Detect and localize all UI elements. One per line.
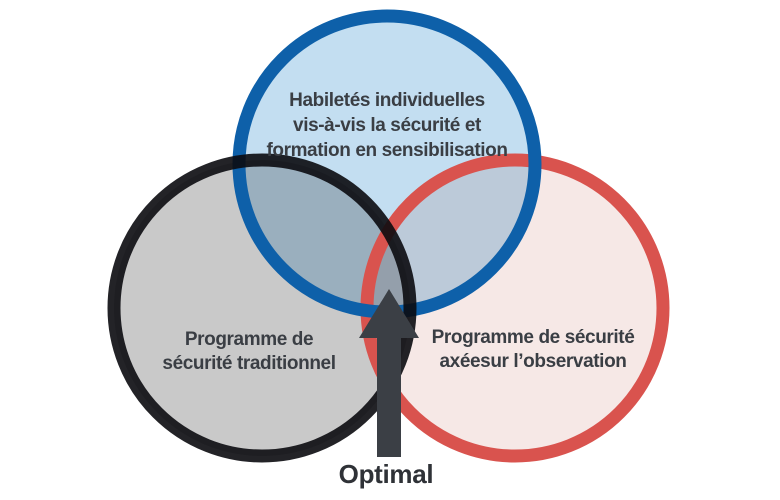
label-line: Programme de <box>184 329 314 350</box>
optimal-label: Optimal <box>338 459 434 489</box>
label-line: axéesur l’observation <box>439 351 627 372</box>
up-arrow-icon <box>359 289 419 457</box>
right-circle-label: Programme de sécurité axéesur l’observat… <box>432 326 635 374</box>
left-circle-outline <box>107 153 417 463</box>
label-line: vis-à-vis la sécurité et <box>293 115 481 136</box>
label-line: Programme de sécurité <box>431 327 635 348</box>
label-line: Habiletés individuelles <box>289 90 485 111</box>
left-circle-fill <box>114 160 410 456</box>
top-circle-label: Habiletés individuelles vis-à-vis la séc… <box>266 88 508 163</box>
label-line: sécurité traditionnel <box>162 353 336 374</box>
circle-fills <box>114 16 663 456</box>
right-circle-fill <box>367 160 663 456</box>
label-line: formation en sensibilisation <box>266 140 508 161</box>
left-circle-label: Programme de sécurité traditionnel <box>162 328 336 376</box>
circle-outlines <box>107 9 670 463</box>
